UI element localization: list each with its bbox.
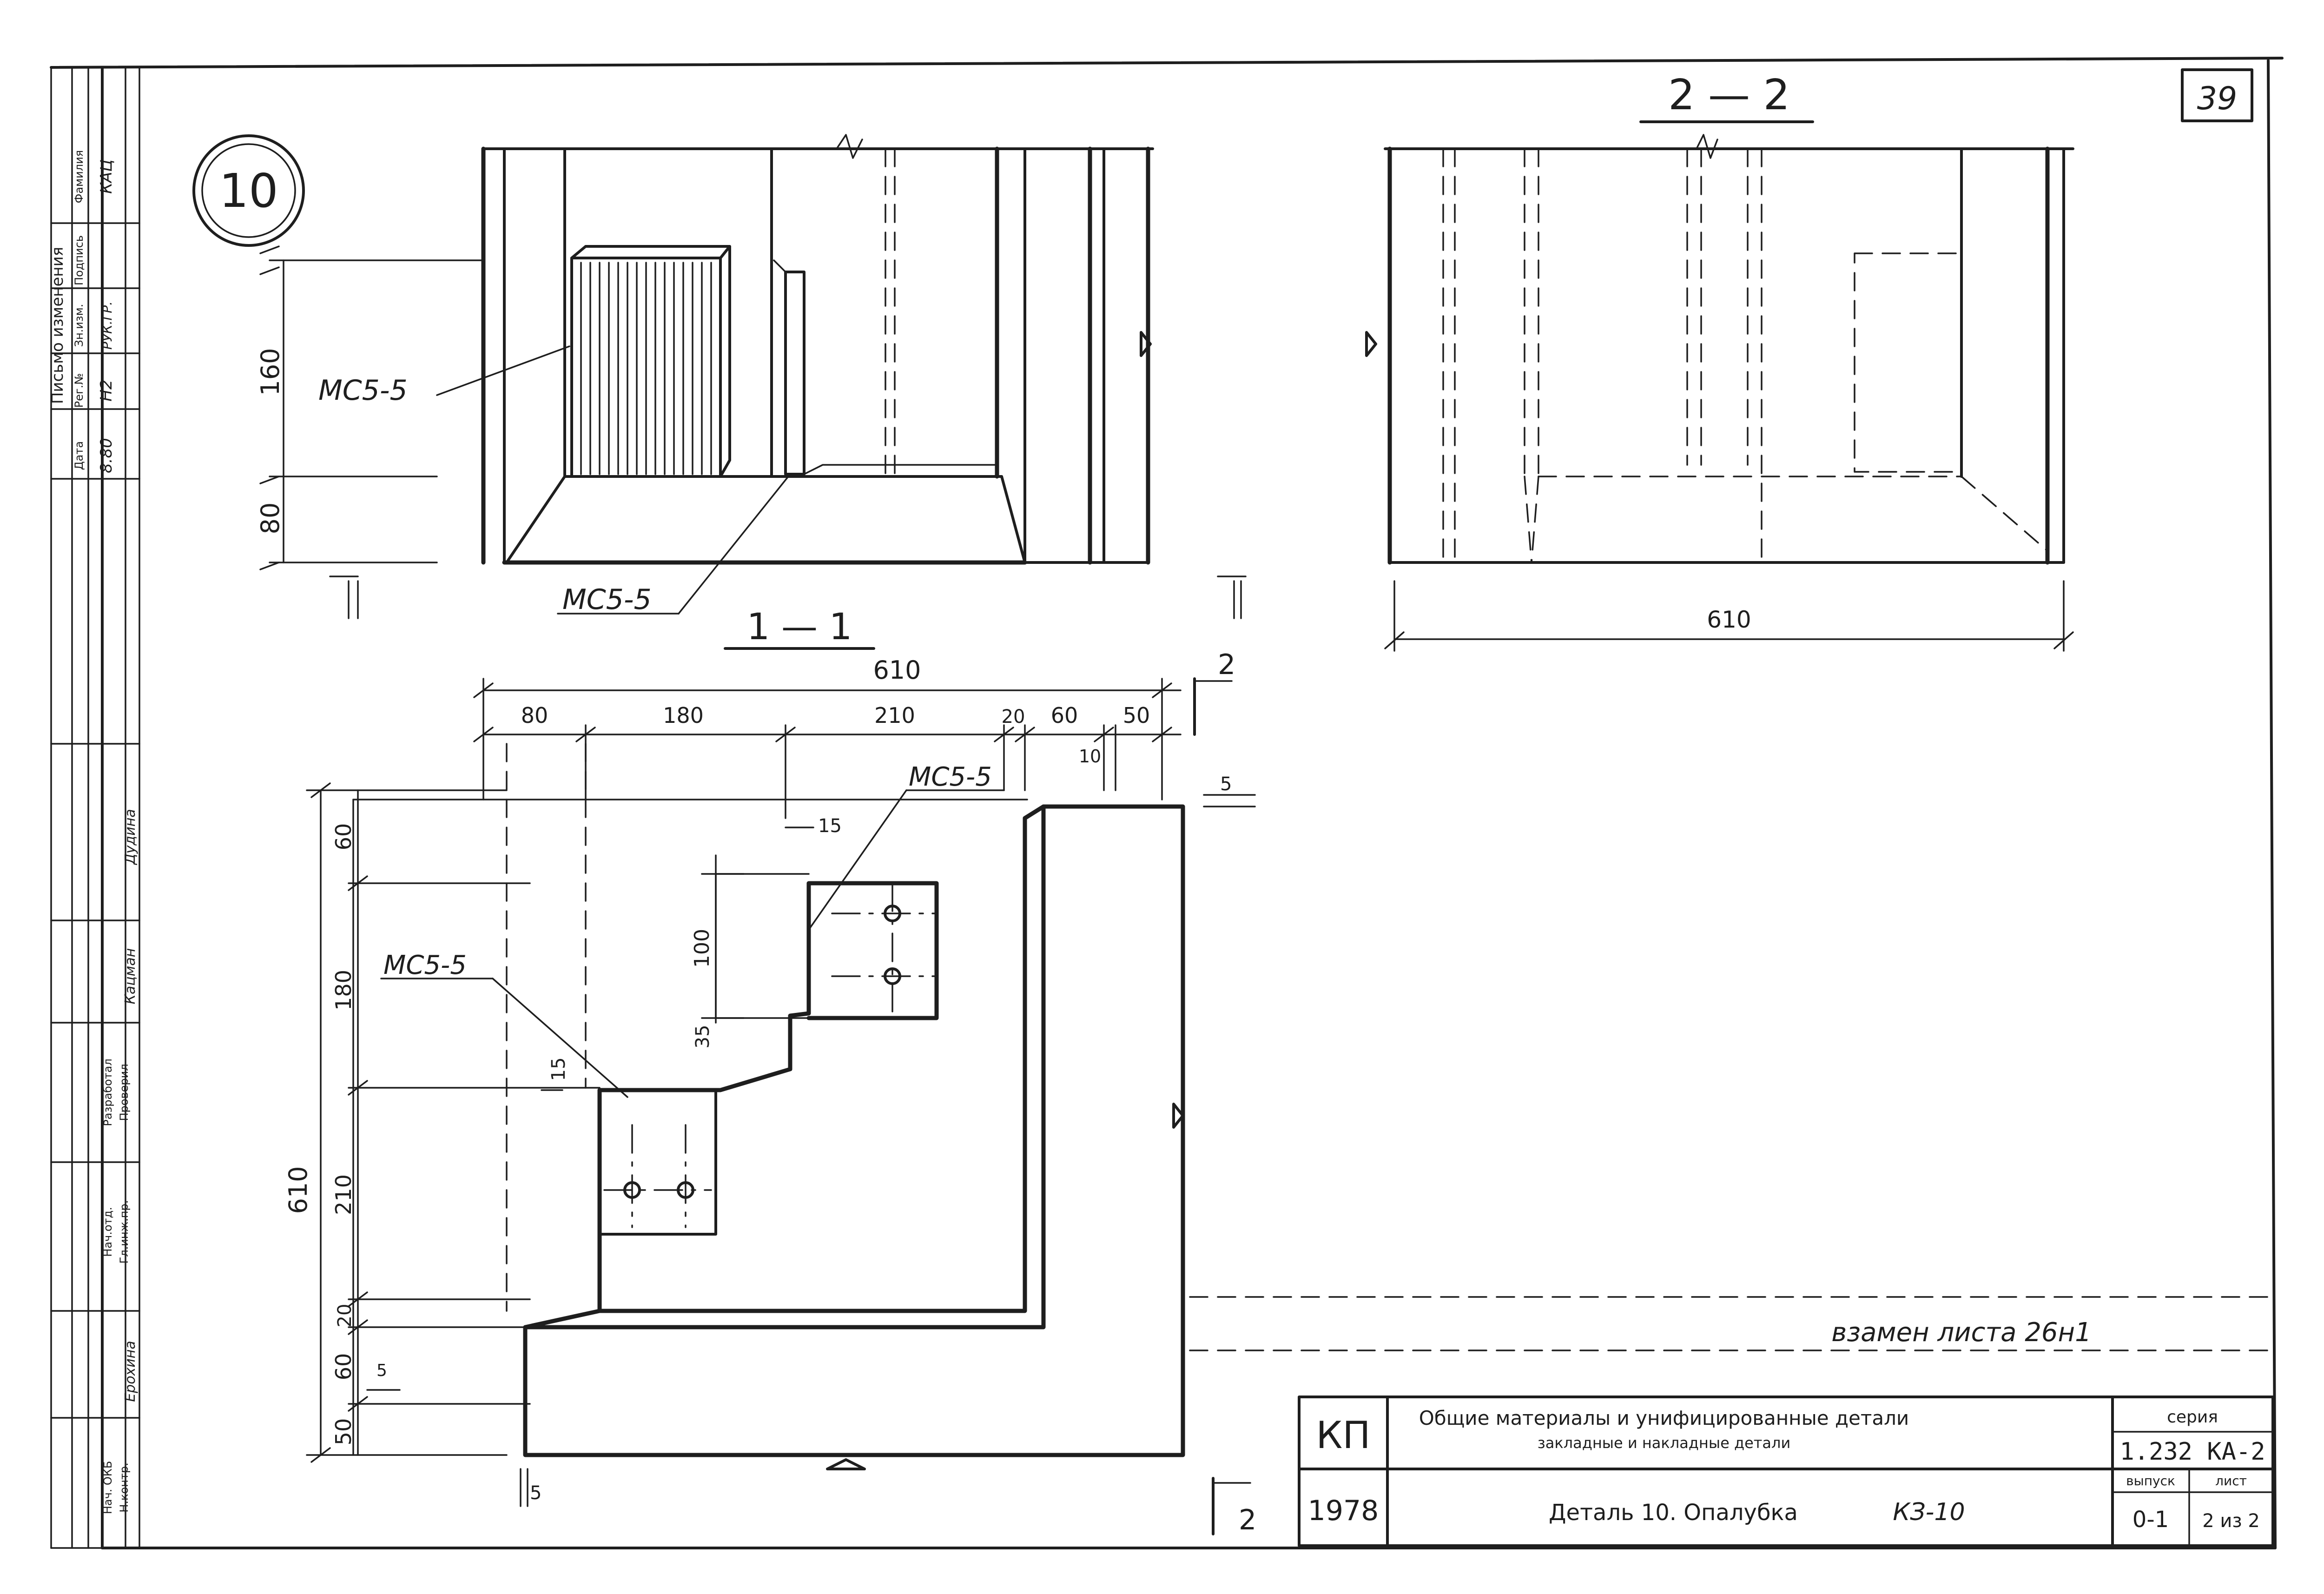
revision-date: 8.80	[97, 438, 116, 473]
dim-10-top: 10	[1079, 746, 1101, 767]
detail-code: КЗ-10	[1893, 1498, 1965, 1526]
series-value: 1.232 КА-2	[2119, 1438, 2265, 1466]
rebar-label-plan-1: МС5-5	[909, 762, 992, 792]
sheet-label: лист	[2215, 1473, 2247, 1488]
dim-5-left-a: 5	[376, 1361, 387, 1380]
rebar-label-plan-2: МС5-5	[383, 950, 467, 980]
sheet-number-box: 39	[2181, 68, 2253, 122]
detail-title: Деталь 10. Опалубка	[1549, 1500, 1798, 1526]
dim-210-left: 210	[331, 1174, 356, 1215]
signature-chief-eng: Гл.инж.пр.	[118, 1200, 131, 1264]
dim-5-right: 5	[1220, 774, 1232, 795]
embedded-plate-2	[784, 271, 805, 476]
sheet-frame	[50, 57, 2284, 1549]
cut-mark-2-bottom: 2	[1239, 1504, 1256, 1536]
dim-80: 80	[256, 503, 285, 535]
series-label: серия	[2167, 1408, 2218, 1427]
dim-100-inner: 100	[690, 929, 714, 968]
dim-5-bottom: 5	[530, 1482, 541, 1504]
rebar-label-mc5-bottom: МС5-5	[562, 583, 652, 616]
dim-35-inner: 35	[692, 1025, 713, 1049]
revision-col-sign: Подпись	[73, 235, 86, 285]
title-sub: закладные и накладные детали	[1538, 1434, 1791, 1452]
dim-50-left: 50	[331, 1418, 356, 1446]
dim-610-left: 610	[284, 1166, 313, 1214]
replaces-sheet-note: взамен листа 26н1	[1831, 1317, 2091, 1348]
dim-160: 160	[256, 348, 285, 396]
dim-50-top: 50	[1123, 703, 1150, 728]
revision-block: Письмо изменения Дата Рег.№ Зн.изм. Подп…	[48, 66, 140, 1549]
dim-210-top: 210	[874, 703, 915, 728]
sheet-number: 39	[2197, 80, 2238, 117]
cut-mark-2-top: 2	[1218, 648, 1235, 681]
section-title-1-1: 1 — 1	[747, 606, 852, 648]
replaces-note: взамен листа 26н1	[1189, 1296, 2269, 1351]
plate-hatching	[580, 262, 712, 475]
revision-change: РУК.ГР.	[99, 301, 115, 350]
dim-180-left: 180	[331, 970, 356, 1011]
dim-80-top: 80	[521, 703, 548, 728]
year: 1978	[1308, 1495, 1379, 1527]
section-title-2-2: 2 — 2	[1668, 71, 1790, 119]
signer-name-1: Дудина	[122, 809, 139, 865]
detail-number-badge: 10	[192, 134, 305, 247]
issue-value: 0-1	[2133, 1507, 2169, 1533]
plan-view: 610 80 180 210 20 60 50 10 2 610 60 180 …	[284, 331, 1377, 1536]
signature-dept-head: Нач.отд.	[101, 1207, 114, 1257]
dim-20-top: 20	[1002, 706, 1025, 728]
dim-15-inner-top: 15	[818, 815, 842, 837]
signer-name-2: Кацман	[122, 948, 139, 1005]
title-block: КП 1978 Общие материалы и унифицированны…	[1298, 1396, 2274, 1547]
title-main: Общие материалы и унифицированные детали	[1419, 1407, 1909, 1429]
dim-60-left: 60	[331, 823, 356, 851]
revision-col-change: Зн.изм.	[73, 304, 86, 347]
signature-norm-control: Н.контр.	[118, 1462, 131, 1512]
dim-610-section22: 610	[1707, 606, 1751, 633]
embedded-plate-1	[570, 257, 722, 478]
signature-developed: Разработал	[101, 1058, 114, 1126]
issue-label: выпуск	[2126, 1473, 2175, 1488]
revision-reg: Н2	[97, 379, 116, 401]
revision-col-reg: Рег.№	[73, 373, 86, 408]
signature-okb-head: Нач. ОКБ	[101, 1461, 114, 1515]
detail-number: 10	[219, 164, 278, 218]
dim-610-top: 610	[873, 655, 921, 685]
section-2-2: 2 — 2 610	[1384, 71, 2074, 652]
rebar-label-mc5-top: МС5-5	[318, 374, 408, 407]
org-code: КП	[1316, 1414, 1371, 1457]
sheet-value: 2 из 2	[2202, 1510, 2260, 1532]
dim-180-top: 180	[663, 703, 704, 728]
signature-checked: Проверил	[118, 1064, 131, 1121]
revision-col-name: Фамилия	[73, 150, 86, 203]
dim-15-inner-left: 15	[548, 1058, 569, 1081]
signer-name-3: Ерохина	[122, 1341, 139, 1402]
dim-20-left: 20	[334, 1304, 356, 1328]
dim-60b-left: 60	[331, 1353, 356, 1381]
revision-name: КАЦ	[97, 159, 116, 194]
dim-60-top: 60	[1051, 703, 1078, 728]
section-1-1: МС5-5 МС5-5 160 80 1 — 1	[256, 134, 1247, 650]
revision-col-date: Дата	[73, 441, 86, 470]
revision-header: Письмо изменения	[48, 247, 67, 404]
